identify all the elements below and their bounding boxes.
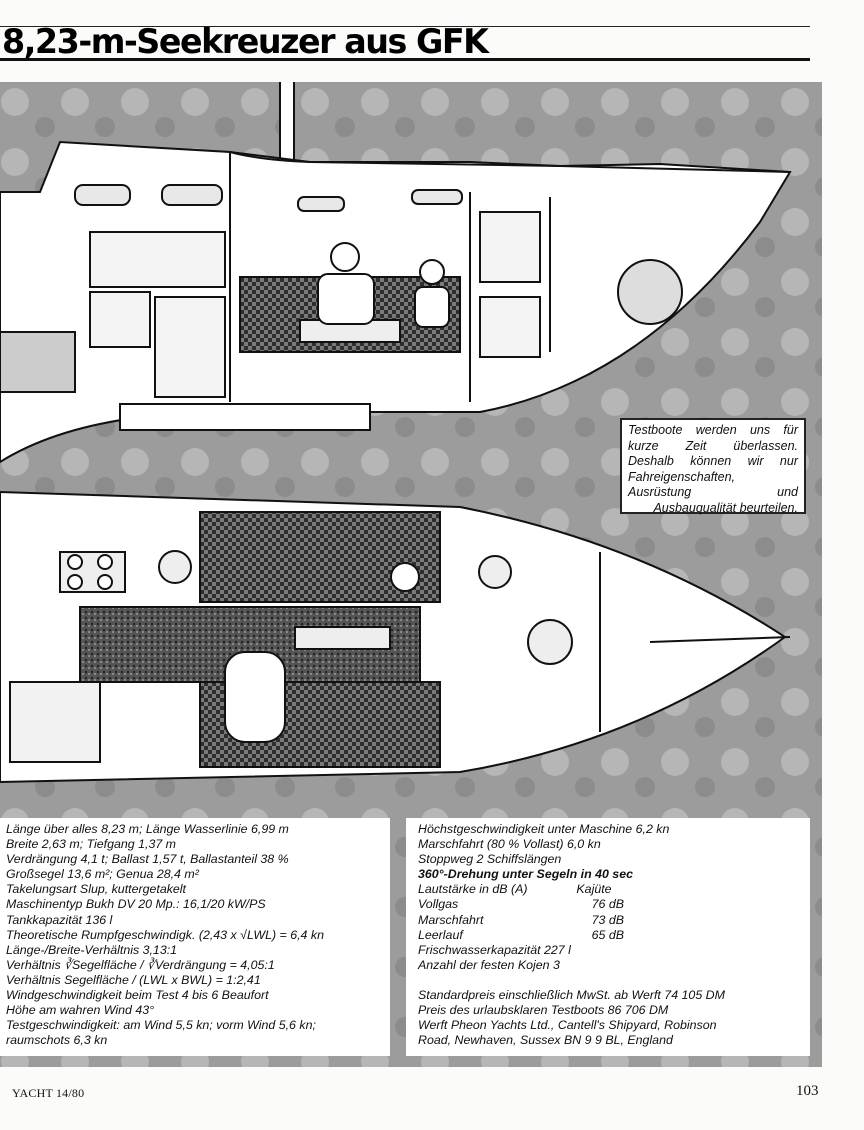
porthole (411, 189, 463, 205)
headline-rule (0, 58, 810, 61)
person-plan (224, 651, 286, 743)
spec-line: Marschfahrt (80 % Vollast) 6,0 kn (418, 837, 601, 852)
spec-line: Verhältnis Segelfläche / (LWL x BWL) = 1… (6, 972, 261, 987)
mast (279, 82, 295, 163)
spec-line: Maschinentyp Bukh DV 20 Mp.: 16,1/20 kW/… (6, 897, 266, 912)
galley-lower-cabinets (154, 296, 226, 398)
spec-line: Breite 2,63 m; Tiefgang 1,37 m (6, 837, 177, 852)
noise-value: 76 dB (591, 897, 624, 912)
note-text: Testboote werden uns für kurze Zeit über… (628, 423, 798, 515)
page-number: 103 (796, 1083, 819, 1099)
spec-line: Frischwasserkapazität 227 l (418, 942, 571, 957)
toilet (478, 555, 512, 589)
man-figure (330, 242, 360, 272)
noise-label: Marschfahrt (418, 912, 484, 927)
magazine-issue: YACHT 14/80 (12, 1086, 85, 1100)
spec-line: Windgeschwindigkeit beim Test 4 bis 6 Be… (6, 988, 269, 1003)
porthole (74, 184, 131, 206)
plan-view (0, 490, 791, 784)
test-boat-note: Testboote werden uns für kurze Zeit über… (620, 418, 806, 515)
spec-line: raumschots 6,3 kn (6, 1033, 108, 1048)
spec-line: Testgeschwindigkeit: am Wind 5,5 kn; vor… (6, 1018, 316, 1033)
porthole (297, 196, 345, 212)
price-line: Road, Newhaven, Sussex BN 9 9 BL, Englan… (418, 1033, 673, 1048)
engine (0, 331, 76, 393)
spec-line: Höchstgeschwindigkeit unter Maschine 6,2… (418, 822, 670, 836)
hatch (527, 619, 573, 665)
sail-bag (617, 259, 683, 325)
noise-value: 73 dB (591, 912, 624, 927)
spec-line: Anzahl der festen Kojen 3 (418, 957, 560, 972)
keel (119, 403, 371, 431)
spec-line: Länge über alles 8,23 m; Länge Wasserlin… (6, 822, 289, 836)
noise-row: Marschfahrt 73 dB (418, 913, 806, 928)
spec-line: Tankkapazität 136 l (6, 912, 113, 927)
noise-value: 65 dB (591, 927, 624, 942)
spec-line: Stoppweg 2 Schiffslängen (418, 852, 562, 867)
noise-row: Leerlauf 65 dB (418, 928, 806, 943)
spec-line: Großsegel 13,6 m²; Genua 28,4 m² (6, 867, 199, 882)
noise-header-value: Kajüte (576, 882, 612, 897)
forward-locker (479, 211, 541, 283)
child-figure (419, 259, 445, 285)
plan-table (294, 626, 391, 650)
spec-line: Theoretische Rumpfgeschwindigk. (2,43 x … (6, 927, 324, 942)
spec-line: Takelungsart Slup, kuttergetakelt (6, 882, 187, 897)
noise-label: Vollgas (418, 897, 459, 912)
side-elevation (0, 82, 792, 464)
page-headline: 8,23-m-Seekreuzer aus GFK (2, 22, 489, 62)
person-plan-child (390, 562, 420, 592)
noise-header: Lautstärke in dB (A) Kajüte (418, 882, 806, 897)
top-rule (0, 26, 810, 27)
porthole (161, 184, 223, 206)
noise-header-label: Lautstärke in dB (A) (418, 882, 528, 897)
specs-left-panel: Länge über alles 8,23 m; Länge Wasserlin… (0, 818, 390, 1056)
galley-sink (158, 550, 192, 584)
price-line: Werft Pheon Yachts Ltd., Cantell's Shipy… (418, 1018, 717, 1033)
turn-spec-line: 360°-Drehung unter Segeln in 40 sec (418, 867, 633, 882)
noise-label: Leerlauf (418, 927, 463, 942)
oven (89, 291, 151, 348)
spec-line: Verhältnis ∛Segelfläche / ∛Verdrängung =… (6, 957, 275, 972)
spec-line: Höhe am wahren Wind 43° (6, 1003, 155, 1018)
specs-right-panel: Höchstgeschwindigkeit unter Maschine 6,2… (406, 818, 810, 1056)
price-line: Standardpreis einschließlich MwSt. ab We… (418, 987, 725, 1002)
spec-line: Länge-/Breite-Verhältnis 3,13:1 (6, 942, 178, 957)
spec-line: Verdrängung 4,1 t; Ballast 1,57 t, Balla… (6, 852, 289, 867)
noise-row: Vollgas 76 dB (418, 897, 806, 912)
chart-table (9, 681, 101, 763)
galley-upper-cabinets (89, 231, 226, 288)
price-line: Preis des urlaubsklaren Testboots 86 706… (418, 1003, 669, 1018)
